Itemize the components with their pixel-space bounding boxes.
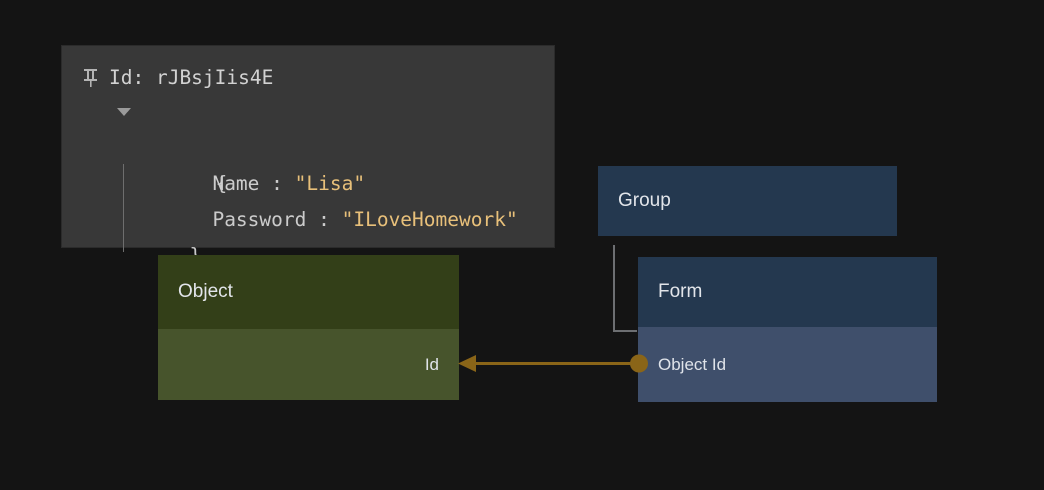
tooltip-brace-open-row: { [62, 94, 554, 195]
property-separator: : [259, 172, 295, 195]
relation-edge[interactable] [440, 340, 655, 390]
node-group-title: Group [598, 166, 897, 236]
property-key: Name [212, 172, 260, 195]
edge-arrowhead-icon [458, 355, 476, 372]
triangle-down-icon[interactable] [117, 108, 131, 116]
node-form-title: Form [638, 257, 937, 327]
node-form[interactable]: Form Object Id [638, 257, 937, 402]
tooltip-brace-close-row: } [62, 202, 554, 267]
tooltip-property-row: Password : "ILoveHomework" [62, 166, 554, 231]
node-object[interactable]: Object Id [158, 255, 459, 400]
property-value: "Lisa" [294, 172, 366, 195]
tooltip-id-label: Id: rJBsjIis4E [109, 65, 274, 89]
tooltip-property-row: Name : "Lisa" [62, 130, 554, 195]
node-group[interactable]: Group [598, 166, 897, 236]
node-object-field-id[interactable]: Id [158, 329, 459, 400]
tree-connector-group-form [613, 245, 637, 332]
property-key: Password [212, 208, 307, 231]
node-object-title: Object [158, 255, 459, 329]
node-form-field-object-id[interactable]: Object Id [638, 327, 937, 402]
pin-icon[interactable] [82, 68, 99, 87]
tooltip-guide-line [123, 164, 124, 252]
json-inspector-tooltip[interactable]: Id: rJBsjIis4E { Name : "Lisa" Password … [61, 45, 555, 267]
edge-source-dot[interactable] [630, 354, 648, 373]
tooltip-brace-open: { [215, 172, 228, 195]
property-separator: : [306, 208, 342, 231]
property-value: "ILoveHomework" [341, 208, 518, 231]
tooltip-id-row: Id: rJBsjIis4E [62, 60, 554, 94]
